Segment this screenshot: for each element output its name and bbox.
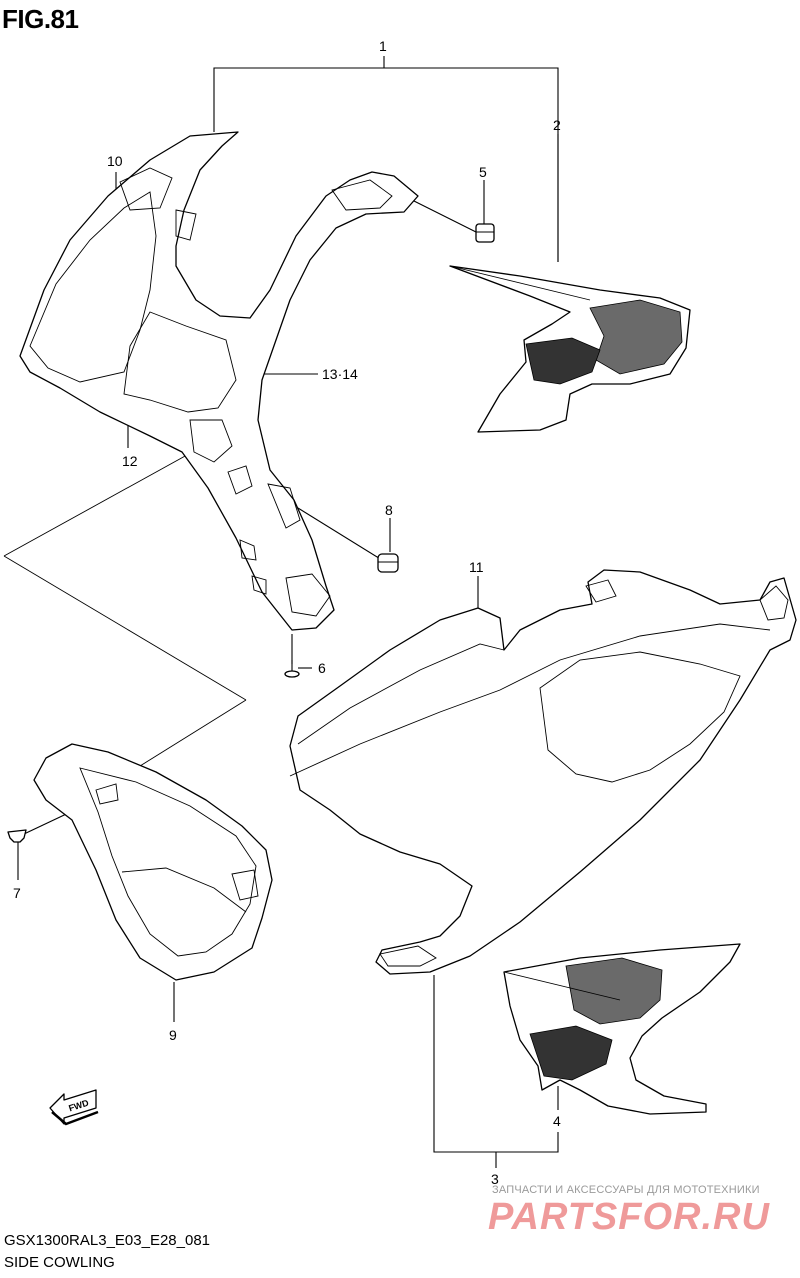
- callout-12: 12: [122, 453, 138, 469]
- callout-13-14: 13·14: [322, 366, 358, 382]
- callout-3: 3: [491, 1171, 499, 1187]
- model-code: GSX1300RAL3_E03_E28_081: [4, 1232, 211, 1249]
- side-cowling-3: [289, 569, 797, 975]
- fastener-7: [7, 829, 27, 843]
- leader-lines: [3, 56, 559, 1168]
- inner-panel-9: [33, 743, 273, 981]
- watermark-tagline: ЗАПЧАСТИ И АКСЕССУАРЫ ДЛЯ МОТОТЕХНИКИ: [492, 1184, 760, 1196]
- decal-4: [503, 943, 741, 1115]
- figure-title: FIG.81: [2, 4, 79, 34]
- callout-6: 6: [318, 660, 326, 676]
- callout-2: 2: [553, 117, 561, 133]
- callout-7: 7: [13, 885, 21, 901]
- callout-8: 8: [385, 502, 393, 518]
- callout-11: 11: [469, 559, 484, 575]
- callout-10: 10: [107, 153, 123, 169]
- callout-4: 4: [553, 1113, 561, 1129]
- callout-labels: 1 2 3 4 5 6 7 8 9 10 11 12 13·14: [13, 38, 561, 1187]
- grommet-8: [377, 553, 399, 573]
- callout-1: 1: [379, 38, 387, 54]
- section-name: SIDE COWLING: [4, 1254, 115, 1271]
- callout-5: 5: [479, 164, 487, 180]
- watermark-logo: PARTSFOR.RU: [488, 1196, 770, 1238]
- inner-cowl-assembly: [19, 131, 419, 631]
- fwd-arrow-icon: FWD: [49, 1089, 99, 1126]
- screw-6: [284, 660, 300, 678]
- decal-2: [449, 265, 691, 433]
- callout-9: 9: [169, 1027, 177, 1043]
- grommet-5: [475, 223, 495, 243]
